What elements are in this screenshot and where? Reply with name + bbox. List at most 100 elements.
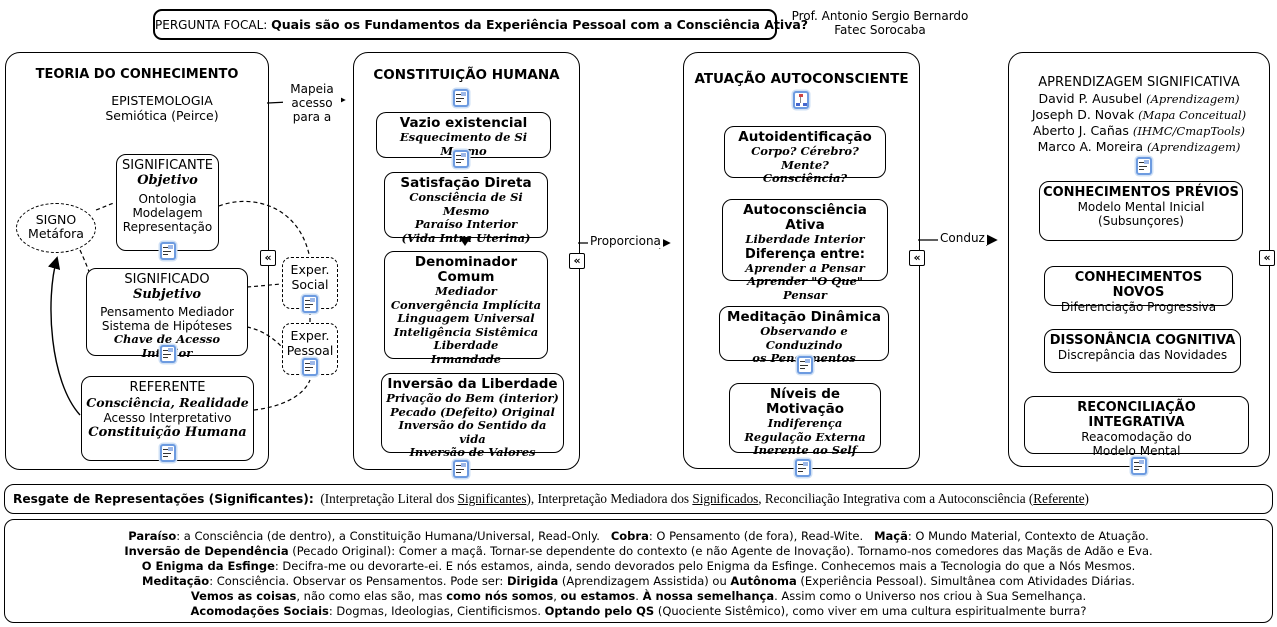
node-reconciliacao-head: RECONCILIAÇÃO INTEGRATIVA — [1077, 400, 1196, 430]
resource-icon[interactable] — [1136, 157, 1152, 175]
node-satisfacao-head: Satisfação Direta — [400, 175, 532, 191]
node-autoidentificacao[interactable]: Autoidentificação Corpo? Cérebro? Mente?… — [724, 126, 886, 185]
column-constituicao-title: CONSTITUIÇÃO HUMANA — [373, 67, 560, 83]
resource-icon[interactable] — [453, 150, 469, 168]
node-significado-body: Pensamento Mediador Sistema de Hipóteses — [100, 305, 234, 333]
resource-icon[interactable] — [160, 345, 176, 363]
author-name: Marco A. Moreira — [1037, 139, 1147, 154]
epistemologia-label: EPISTEMOLOGIA Semiótica (Peirce) — [105, 93, 219, 123]
authors-list: David P. Ausubel (Aprendizagem) Joseph D… — [1009, 91, 1269, 155]
node-referente-script: Consciência, Realidade — [86, 395, 249, 410]
notes-panel: Paraíso: a Consciência (de dentro), a Co… — [4, 519, 1273, 623]
resource-icon[interactable] — [795, 459, 811, 477]
node-meditacao-head: Meditação Dinâmica — [727, 309, 881, 325]
author-name: David P. Ausubel — [1038, 91, 1147, 106]
resource-icon[interactable] — [302, 295, 318, 313]
node-inversao-script: Privação do Bem (interior) Pecado (Defei… — [386, 391, 559, 459]
author-row: Marco A. Moreira (Aprendizagem) — [1009, 139, 1269, 155]
note-line: Meditação: Consciência. Observar os Pens… — [142, 574, 1135, 588]
column-teoria-title: TEORIA DO CONHECIMENTO — [35, 67, 239, 82]
link-label-proporciona: Proporciona — [588, 234, 663, 248]
node-significado[interactable]: SIGNIFICADO Subjetivo Pensamento Mediado… — [86, 268, 248, 359]
author-name: Joseph D. Novak — [1031, 107, 1139, 122]
author-row: Joseph D. Novak (Mapa Conceitual) — [1009, 107, 1269, 123]
node-autoidentificacao-script: Corpo? Cérebro? Mente? Consciência? — [751, 144, 859, 185]
resource-icon[interactable] — [453, 89, 469, 107]
node-meditacao-script: Observando e Conduzindo os Pensamentos — [752, 324, 856, 365]
node-satisfacao-direta[interactable]: Satisfação Direta Consciência de Si Mesm… — [384, 172, 548, 244]
node-autoconsciencia-mid: Diferença entre: — [745, 246, 865, 262]
node-reconciliacao-body: Reacomodação do Modelo Mental — [1081, 430, 1192, 458]
collapse-icon[interactable]: « — [1259, 250, 1275, 266]
node-vazio-head: Vazio existencial — [399, 115, 528, 131]
collapse-icon[interactable]: « — [569, 253, 585, 269]
node-autoidentificacao-head: Autoidentificação — [738, 129, 872, 145]
node-denominador-comum[interactable]: Denominador Comum Mediador Convergência … — [384, 251, 548, 365]
column-atuacao-title: ATUAÇÃO AUTOCONSCIENTE — [694, 71, 909, 87]
author-note: (Aprendizagem) — [1146, 140, 1241, 154]
author-row: Aberto J. Cañas (IHMC/CmapTools) — [1009, 123, 1269, 139]
node-conhecimentos-previos[interactable]: CONHECIMENTOS PRÉVIOS Modelo Mental Inic… — [1039, 181, 1243, 241]
concept-map-icon[interactable] — [793, 91, 809, 109]
focal-question-text: Quais são os Fundamentos da Experiência … — [271, 17, 809, 32]
node-conhecimentos-novos[interactable]: CONHECIMENTOS NOVOS Diferenciação Progre… — [1044, 266, 1233, 314]
note-line: O Enigma da Esfinge: Decifra-me ou devor… — [141, 559, 1136, 573]
node-exper-pessoal-label: Exper. Pessoal — [286, 328, 334, 358]
node-novos-body: Diferenciação Progressiva — [1060, 300, 1217, 314]
node-inversao-head: Inversão da Liberdade — [387, 376, 558, 392]
node-denominador-script: Mediador Convergência Implícita Linguage… — [390, 284, 542, 366]
node-dissonancia-body: Discrepância das Novidades — [1057, 348, 1228, 362]
resource-icon[interactable] — [160, 242, 176, 260]
node-signo-label: SIGNO Metáfora — [28, 212, 84, 241]
link-label-conduz: Conduz — [938, 231, 987, 245]
note-line: Paraíso: a Consciência (de dentro), a Co… — [128, 529, 1149, 543]
resource-icon[interactable] — [797, 356, 813, 374]
node-denominador-head: Denominador Comum — [414, 254, 518, 285]
author-note: (Aprendizagem) — [1146, 92, 1240, 106]
author-row: David P. Ausubel (Aprendizagem) — [1009, 91, 1269, 107]
node-niveis-motivacao[interactable]: Níveis de Motivação Indiferença Regulaçã… — [729, 383, 881, 457]
collapse-icon[interactable]: « — [909, 250, 925, 266]
node-referente-script-bottom: Constituição Humana — [88, 425, 247, 440]
collapse-icon[interactable]: « — [260, 250, 276, 266]
node-referente-body: Acesso Interpretativo — [103, 411, 232, 425]
author-note: (Mapa Conceitual) — [1138, 108, 1247, 122]
author-name: Aberto J. Cañas — [1032, 123, 1133, 138]
node-autoconsciencia-ativa[interactable]: Autoconsciência Ativa Liberdade Interior… — [722, 199, 888, 301]
column-aprendizagem-title: APRENDIZAGEM SIGNIFICATIVA — [1038, 75, 1240, 90]
column-constituicao-humana[interactable]: CONSTITUIÇÃO HUMANA Vazio existencial Es… — [353, 52, 580, 478]
node-reconciliacao-integrativa[interactable]: RECONCILIAÇÃO INTEGRATIVA Reacomodação d… — [1024, 396, 1249, 458]
resource-icon[interactable] — [302, 358, 318, 376]
node-satisfacao-script: Consciência de Si Mesmo Paraíso Interior… — [401, 190, 531, 245]
node-niveis-head: Níveis de Motivação — [765, 386, 845, 417]
node-autoconsciencia-script-bottom: Aprender a Pensar Aprender "O Que" Pensa… — [745, 260, 865, 302]
node-autoconsciencia-head: Autoconsciência Ativa — [743, 202, 867, 233]
node-significante-body: Ontologia Modelagem Representação — [122, 192, 213, 234]
node-significante-head: SIGNIFICANTE — [122, 158, 213, 173]
node-exper-social-label: Exper. Social — [290, 262, 330, 292]
note-line: Vemos as coisas, não como elas são, mas … — [190, 589, 1087, 603]
node-previos-head: CONHECIMENTOS PRÉVIOS — [1043, 185, 1239, 200]
node-significante[interactable]: SIGNIFICANTE Objetivo Ontologia Modelage… — [116, 154, 219, 251]
node-niveis-script: Indiferença Regulação Externa Inerente a… — [744, 416, 866, 457]
node-dissonancia-cognitiva[interactable]: DISSONÂNCIA COGNITIVA Discrepância das N… — [1044, 329, 1241, 373]
node-novos-head: CONHECIMENTOS NOVOS — [1074, 270, 1203, 300]
node-signo[interactable]: SIGNO Metáfora — [16, 203, 96, 253]
focal-question-box: PERGUNTA FOCAL: Quais são os Fundamentos… — [153, 9, 808, 40]
column-teoria-do-conhecimento[interactable]: TEORIA DO CONHECIMENTO EPISTEMOLOGIA Sem… — [5, 52, 269, 470]
column-aprendizagem-significativa[interactable]: APRENDIZAGEM SIGNIFICATIVA David P. Ausu… — [1008, 52, 1270, 475]
author-note: (IHMC/CmapTools) — [1132, 124, 1246, 138]
resource-icon[interactable] — [160, 444, 176, 462]
resource-icon[interactable] — [453, 460, 469, 478]
note-line: Acomodações Sociais: Dogmas, Ideologias,… — [190, 604, 1087, 618]
node-significante-script: Objetivo — [137, 173, 198, 188]
resource-icon[interactable] — [1131, 457, 1147, 475]
node-significado-head: SIGNIFICADO — [124, 272, 210, 287]
node-meditacao-dinamica[interactable]: Meditação Dinâmica Observando e Conduzin… — [719, 306, 889, 365]
node-previos-body: Modelo Mental Inicial (Subsunçores) — [1077, 200, 1205, 228]
node-autoconsciencia-script-top: Liberdade Interior — [745, 232, 865, 246]
column-atuacao-autoconsciente[interactable]: ATUAÇÃO AUTOCONSCIENTE Autoidentificação… — [683, 52, 920, 477]
node-inversao-liberdade[interactable]: Inversão da Liberdade Privação do Bem (i… — [381, 373, 564, 459]
node-dissonancia-head: DISSONÂNCIA COGNITIVA — [1049, 333, 1236, 348]
